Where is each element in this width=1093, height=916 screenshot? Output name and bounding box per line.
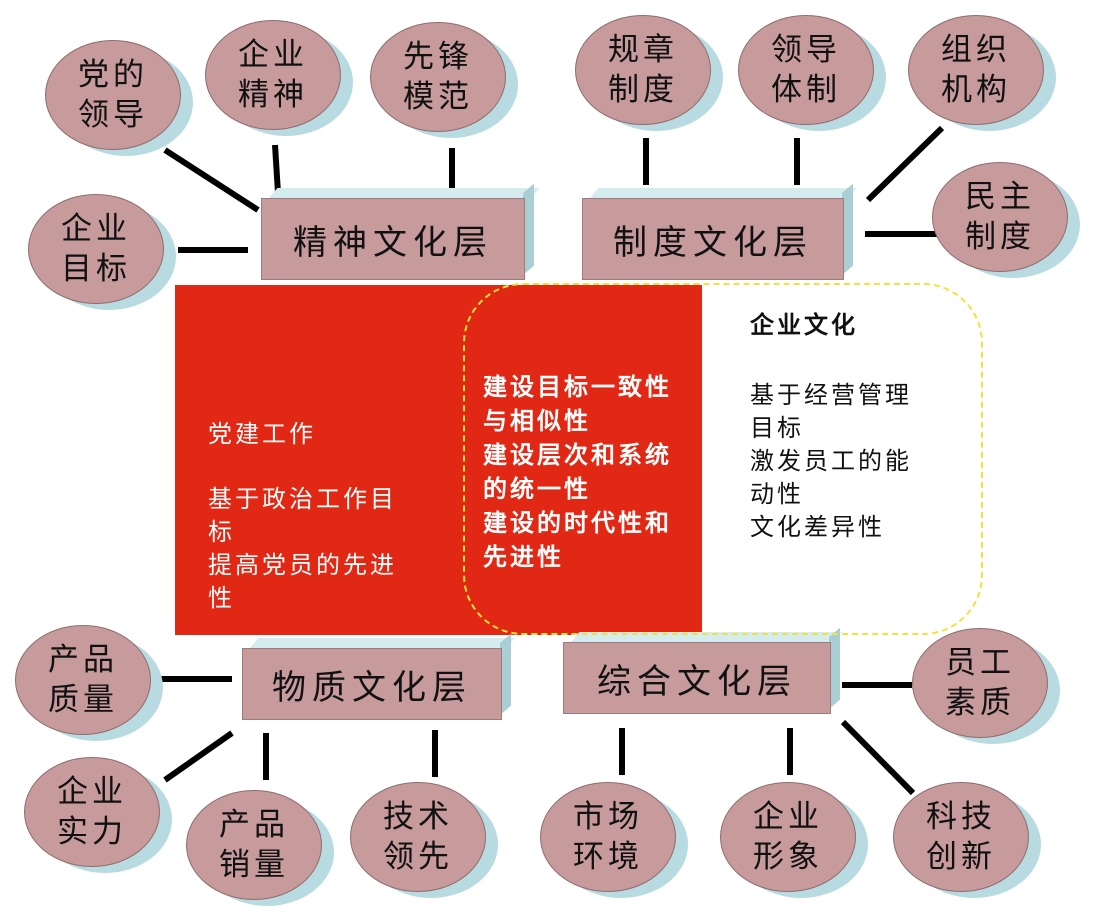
link-innovation [840, 719, 916, 796]
party-work-title: 党建工作 [208, 420, 316, 448]
bubble-product-quality-label: 产品质量 [48, 642, 118, 718]
bubble-staff-quality: 员工素质 [912, 628, 1060, 746]
link-organization [865, 125, 945, 203]
layer-comprehensive-label: 综合文化层 [563, 642, 831, 714]
enterprise-culture-line-1: 基于经营管理目标 [750, 381, 912, 442]
bubble-product-sales-label: 产品销量 [219, 807, 289, 883]
link-enterprise-spirit [272, 144, 281, 194]
bubble-organization-structure-label: 组织机构 [941, 32, 1011, 108]
party-work-text: 党建工作 基于政治工作目标 提高党员的先进性 [208, 418, 408, 615]
layer-institutional-label: 制度文化层 [582, 198, 844, 280]
enterprise-culture-dashed-frame [463, 283, 983, 635]
layer-institutional: 制度文化层 [582, 183, 857, 280]
bubble-rules-regulations: 规章制度 [575, 15, 723, 133]
layer-comprehensive: 综合文化层 [563, 627, 845, 714]
build-text: 建设目标一致性与相似性 建设层次和系统的统一性 建设的时代性和先进性 [483, 370, 688, 574]
bubble-democratic-system: 民主制度 [932, 162, 1080, 280]
layer-spiritual: 精神文化层 [261, 183, 541, 280]
bubble-tech-lead-label: 技术领先 [383, 799, 453, 875]
build-line-1: 建设目标一致性与相似性 [483, 372, 672, 435]
bubble-enterprise-goal: 企业目标 [28, 194, 176, 312]
bubble-democratic-system-label: 民主制度 [965, 179, 1035, 255]
enterprise-culture-text: 企业文化 基于经营管理目标 激发员工的能动性 文化差异性 [750, 308, 930, 544]
bubble-product-sales: 产品销量 [186, 790, 334, 908]
layer-material: 物质文化层 [242, 633, 517, 720]
bubble-enterprise-goal-label: 企业目标 [61, 211, 131, 287]
bubble-tech-innovation: 科技创新 [893, 782, 1041, 900]
layer-spiritual-label: 精神文化层 [261, 198, 525, 280]
bubble-organization-structure: 组织机构 [908, 15, 1056, 133]
bubble-enterprise-spirit: 企业精神 [205, 20, 353, 138]
bubble-party-leadership-label: 党的领导 [78, 57, 148, 133]
bubble-enterprise-spirit-label: 企业精神 [238, 37, 308, 113]
enterprise-culture-line-3: 文化差异性 [750, 513, 885, 541]
bubble-tech-lead: 技术领先 [350, 782, 498, 900]
bubble-party-leadership: 党的领导 [45, 40, 193, 158]
build-line-2: 建设层次和系统的统一性 [483, 440, 672, 503]
build-line-3: 建设的时代性和先进性 [483, 508, 672, 571]
party-building-block [175, 285, 702, 635]
bubble-enterprise-image-label: 企业形象 [753, 799, 823, 875]
bubble-rules-regulations-label: 规章制度 [608, 32, 678, 108]
party-work-line-1: 基于政治工作目标 [208, 485, 397, 546]
bubble-market-environment-label: 市场环境 [573, 799, 643, 875]
layer-material-label: 物质文化层 [242, 648, 502, 720]
link-party-leadership [163, 147, 260, 213]
link-enterprise-strength [163, 730, 234, 783]
bubble-tech-innovation-label: 科技创新 [926, 799, 996, 875]
bubble-enterprise-strength-label: 企业实力 [57, 774, 127, 850]
enterprise-culture-line-2: 激发员工的能动性 [750, 447, 912, 508]
party-work-line-2: 提高党员的先进性 [208, 551, 397, 612]
bubble-leadership-system: 领导体制 [738, 15, 886, 133]
bubble-staff-quality-label: 员工素质 [945, 645, 1015, 721]
bubble-enterprise-image: 企业形象 [720, 782, 868, 900]
enterprise-culture-title: 企业文化 [750, 310, 858, 339]
bubble-vanguard-model-label: 先锋模范 [403, 39, 473, 115]
bubble-market-environment: 市场环境 [540, 782, 688, 900]
bubble-enterprise-strength: 企业实力 [24, 757, 172, 875]
bubble-vanguard-model: 先锋模范 [370, 22, 518, 140]
bubble-leadership-system-label: 领导体制 [771, 32, 841, 108]
bubble-product-quality: 产品质量 [15, 625, 163, 743]
